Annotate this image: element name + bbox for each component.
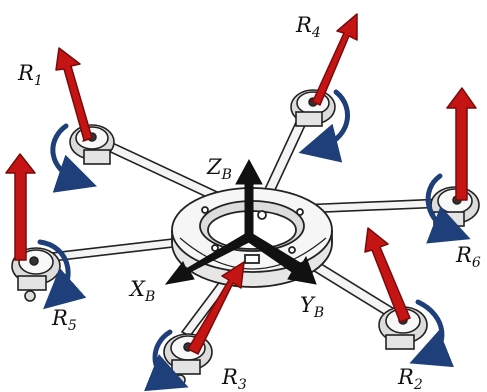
axis-label-z: ZB	[206, 155, 232, 183]
rotor-label-r1: R1	[17, 61, 43, 89]
thrust-arrow-r5	[6, 154, 35, 260]
rotor-label-r3: R3	[221, 365, 247, 392]
axis-label-x: XB	[128, 277, 155, 305]
thrust-arrow-r6	[447, 88, 476, 200]
rotor-label-r4: R4	[295, 13, 321, 41]
rotor-label-r6: R6	[455, 243, 481, 271]
motor-1	[70, 125, 114, 164]
motor-4	[291, 90, 335, 126]
rotor-label-r2: R2	[397, 365, 423, 392]
axis-label-y: YB	[300, 293, 324, 321]
rotor-label-r5: R5	[51, 306, 77, 334]
